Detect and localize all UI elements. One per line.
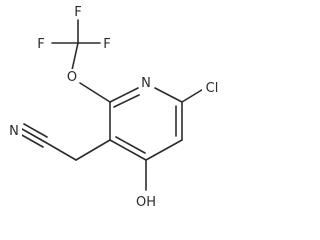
bonds	[19, 19, 206, 191]
molecule-canvas: F F F O N Cl N OH	[8, 4, 222, 210]
atom-f-left: F	[37, 37, 44, 52]
atom-labels: F F F O N Cl N OH	[8, 4, 222, 210]
atom-oh: OH	[136, 195, 156, 210]
atom-n-ring: N	[141, 76, 151, 91]
bond-nitrile-3	[19, 133, 44, 148]
bond-c2-n-double	[113, 94, 140, 108]
bond-c6-cl	[181, 87, 206, 103]
atom-cl: Cl	[206, 81, 219, 96]
bond-cf3-o	[71, 42, 79, 71]
bond-c4-c3	[109, 139, 147, 161]
bond-c5-c4	[145, 139, 183, 161]
bond-o-c2	[79, 82, 111, 103]
atom-n-nitrile: N	[9, 124, 19, 139]
bond-c4-c3-double	[115, 136, 146, 154]
bond-c2-n	[109, 87, 139, 103]
bond-ch2-cn	[44, 141, 77, 161]
bond-c3-ch2	[75, 139, 111, 161]
bond-nitrile-2	[23, 123, 48, 138]
bond-n-c6	[154, 87, 183, 103]
atom-o-ether: O	[67, 70, 77, 85]
structure-diagram: F F F O N Cl N OH	[8, 4, 222, 210]
atom-f-top: F	[74, 5, 81, 20]
atom-f-mid: F	[103, 37, 110, 52]
bond-nitrile-1	[21, 128, 46, 143]
